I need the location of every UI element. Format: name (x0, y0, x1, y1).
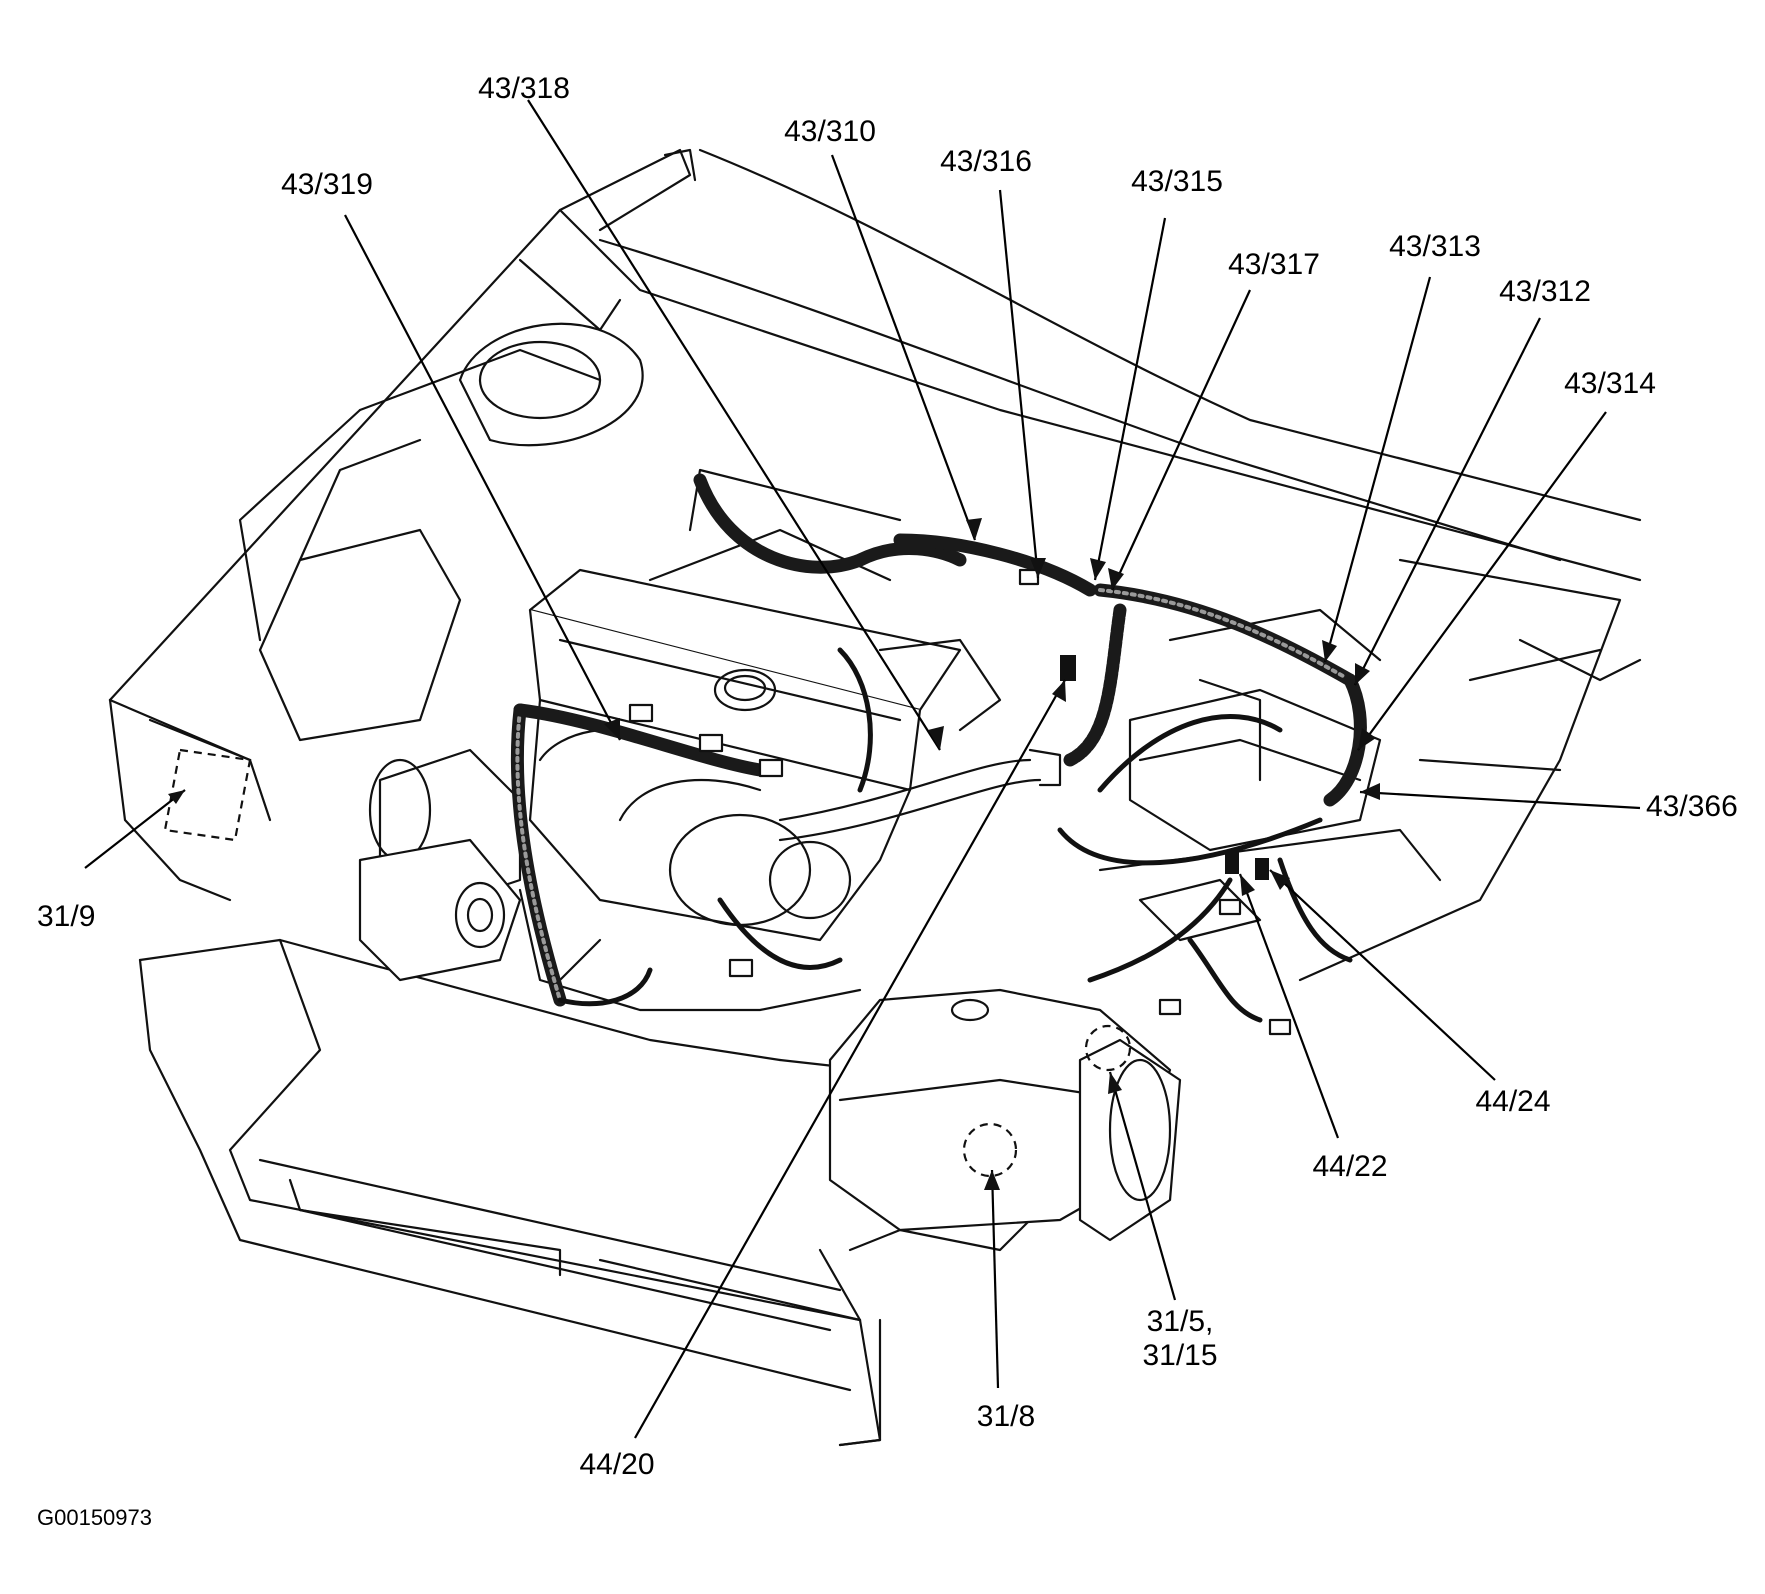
ground-points (163, 748, 1132, 1178)
callout-43-318: 43/318 (478, 72, 570, 105)
intake-hose (778, 748, 1062, 842)
callout-43-319: 43/319 (281, 168, 373, 201)
callout-43-366: 43/366 (1646, 790, 1738, 823)
coolant-reservoir (828, 988, 1182, 1242)
callout-31-8: 31/8 (976, 1400, 1036, 1433)
callout-44-22: 44/22 (1312, 1150, 1388, 1183)
callout-43-312: 43/312 (1499, 275, 1591, 308)
callout-43-310: 43/310 (784, 115, 876, 148)
alternator (358, 748, 522, 982)
callout-43-317: 43/317 (1228, 248, 1320, 281)
engine (518, 468, 1002, 1012)
callout-31-5-line1: 31/5, (1146, 1305, 1214, 1338)
callout-43-313: 43/313 (1389, 230, 1481, 263)
leader-lines (84, 99, 1641, 1439)
vehicle-body-outline (108, 148, 1642, 982)
callout-31-15-line2: 31/15 (1142, 1339, 1218, 1372)
callout-44-20: 44/20 (579, 1448, 655, 1481)
corrugated-hose (1063, 603, 1127, 767)
callout-31-5: 31/5, 31/15 (1142, 1305, 1217, 1373)
callout-43-315: 43/315 (1131, 165, 1223, 198)
battery-area (1098, 608, 1442, 942)
figure-reference-id: G00150973 (37, 1505, 152, 1530)
callout-43-316: 43/316 (940, 145, 1032, 178)
callout-31-9: 31/9 (37, 900, 96, 933)
callout-44-24: 44/24 (1475, 1085, 1551, 1118)
arrowheads (168, 518, 1380, 1190)
callout-43-314: 43/314 (1564, 367, 1656, 400)
